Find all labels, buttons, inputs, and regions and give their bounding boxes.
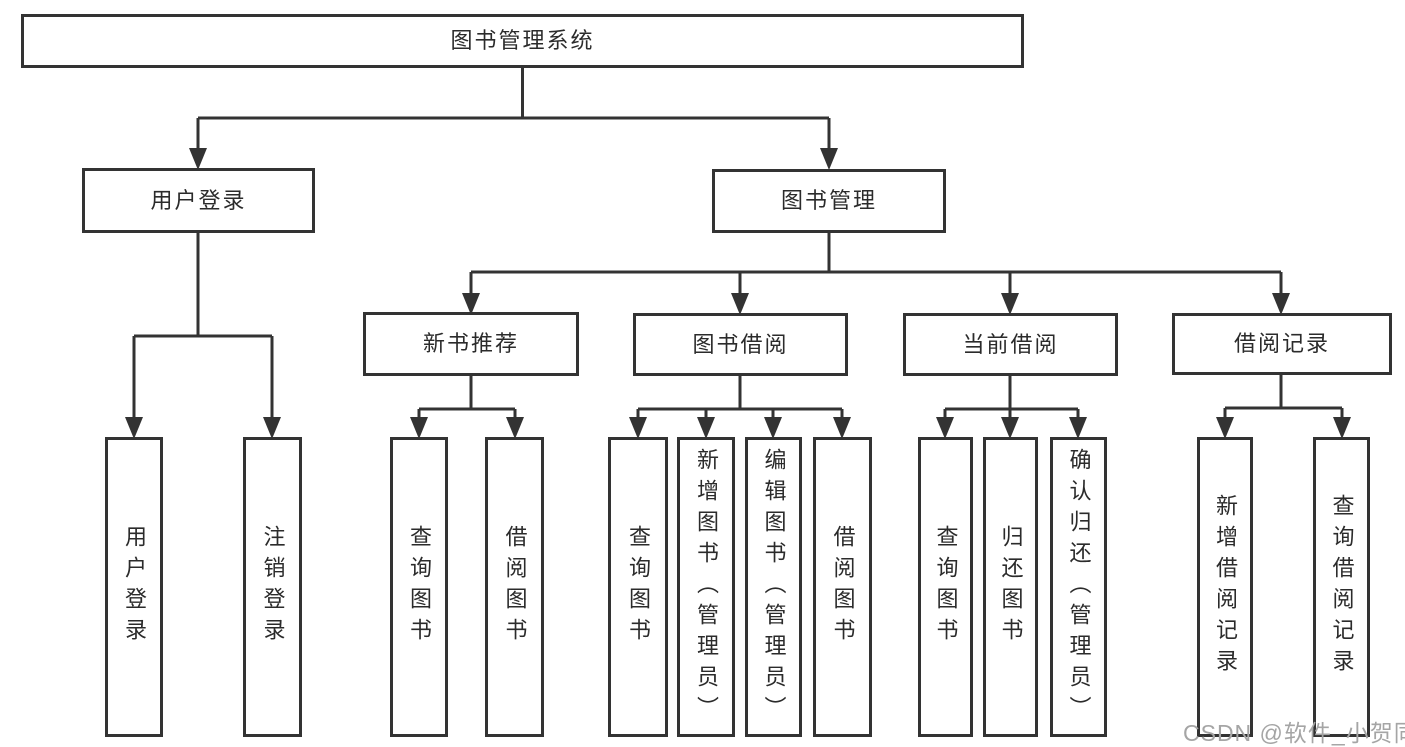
node-label: 编辑图书（管理员）: [761, 447, 787, 727]
leaf-current-confirm-return-admin: 确认归还（管理员）: [1050, 437, 1107, 737]
leaf-recommend-query-books: 查询图书: [390, 437, 448, 737]
leaf-current-query-books: 查询图书: [918, 437, 973, 737]
leaf-recommend-borrow-books: 借阅图书: [485, 437, 544, 737]
node-label: 注销登录: [260, 525, 286, 649]
leaf-logout-login: 注销登录: [243, 437, 302, 737]
node-new-book-recommend: 新书推荐: [363, 312, 579, 376]
leaf-user-login: 用户登录: [105, 437, 163, 737]
node-borrow-records: 借阅记录: [1172, 313, 1392, 375]
node-label: 查询图书: [933, 525, 959, 649]
node-label: 图书借阅: [692, 331, 789, 357]
node-label: 借阅记录: [1233, 331, 1330, 356]
leaf-borrow-add-books-admin: 新增图书（管理员）: [677, 437, 735, 737]
node-label: 新书推荐: [422, 331, 519, 356]
leaf-borrow-borrow-books: 借阅图书: [813, 437, 872, 737]
node-label: 查询借阅记录: [1329, 494, 1355, 680]
node-book-borrow: 图书借阅: [633, 313, 848, 376]
node-label: 用户登录: [122, 525, 147, 649]
node-label: 查询图书: [407, 525, 432, 649]
leaf-current-return-books: 归还图书: [983, 437, 1038, 737]
node-label: 图书管理系统: [450, 28, 595, 53]
node-user-login: 用户登录: [82, 168, 315, 233]
node-label: 当前借阅: [962, 331, 1059, 357]
node-root: 图书管理系统: [21, 14, 1024, 68]
csdn-watermark: CSDN @软件_小贺同学: [1183, 720, 1405, 746]
leaf-records-query-record: 查询借阅记录: [1313, 437, 1370, 737]
leaf-records-add-record: 新增借阅记录: [1197, 437, 1253, 737]
node-label: 图书管理: [780, 188, 877, 213]
node-label: 用户登录: [150, 187, 247, 213]
node-book-management: 图书管理: [712, 169, 946, 233]
node-label: 借阅图书: [502, 525, 528, 649]
node-label: 新增借阅记录: [1213, 494, 1238, 680]
node-label: 查询图书: [626, 525, 651, 649]
node-label: 确认归还（管理员）: [1066, 447, 1092, 727]
node-label: 新增图书（管理员）: [694, 447, 719, 727]
node-label: 归还图书: [998, 525, 1024, 649]
leaf-borrow-query-books: 查询图书: [608, 437, 668, 737]
leaf-borrow-edit-books-admin: 编辑图书（管理员）: [745, 437, 802, 737]
node-label: 借阅图书: [830, 525, 856, 649]
node-current-borrow: 当前借阅: [903, 313, 1118, 376]
